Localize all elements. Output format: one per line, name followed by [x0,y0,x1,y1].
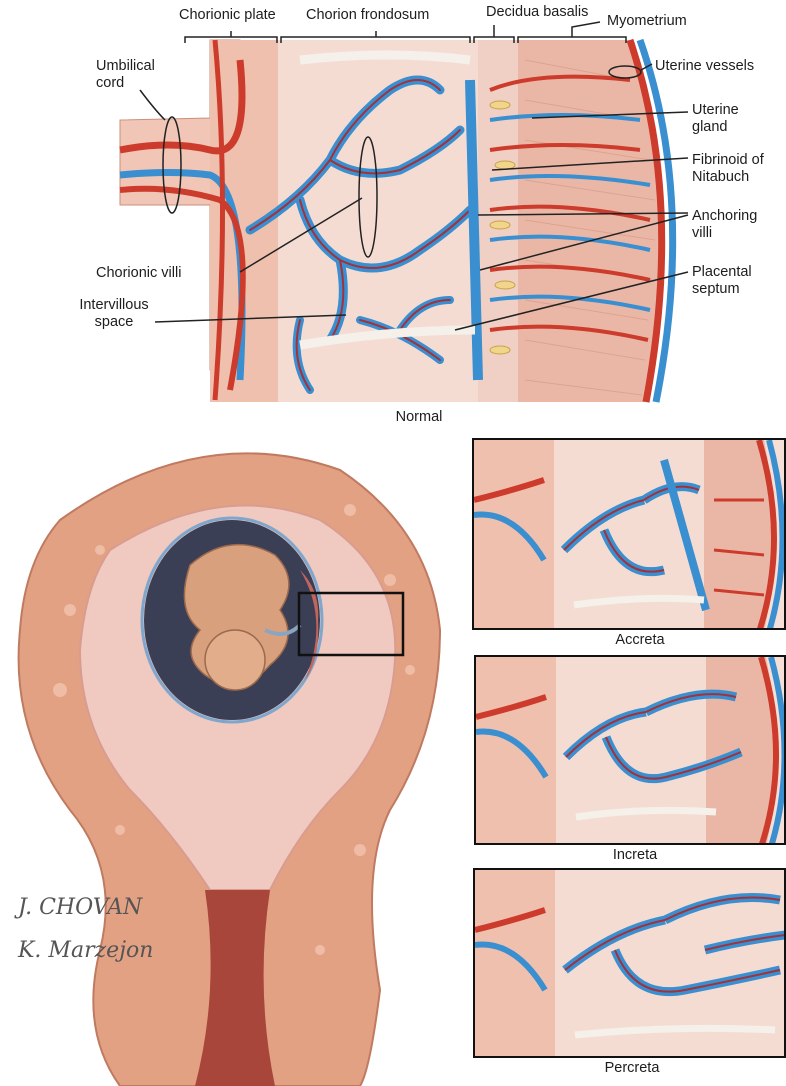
increta-art [476,657,786,845]
label-chorionic-villi: Chorionic villi [96,265,181,282]
pregnant-uterus-illustration: J. CHOVAN K. Marzejon [0,430,460,1086]
inset-increta [474,655,786,845]
label-myometrium: Myometrium [607,13,687,30]
label-placental-septum: Placental septum [692,264,752,298]
label-decidua-basalis: Decidua basalis [486,4,588,21]
percreta-art [475,870,786,1058]
artist-signature-1: J. CHOVAN [18,895,142,920]
uterus-section-art [0,430,460,1086]
inset-accreta [472,438,786,630]
label-chorion-frondosum: Chorion frondosum [306,7,429,24]
artist-signature-2: K. Marzejon [18,938,153,963]
caption-normal: Normal [339,409,499,425]
normal-placenta-illustration: Chorionic plate Chorion frondosum Decidu… [0,0,786,430]
caption-percreta: Percreta [552,1060,712,1076]
label-uterine-gland: Uterine gland [692,102,739,136]
inset-percreta [473,868,786,1058]
caption-increta: Increta [555,847,715,863]
label-chorionic-plate: Chorionic plate [179,7,276,24]
accreta-art [474,440,786,630]
label-intervillous-space: Intervillous space [74,297,154,331]
label-uterine-vessels: Uterine vessels [655,58,754,75]
label-umbilical-cord: Umbilical cord [96,58,176,92]
label-fibrinoid-of-nitabuch: Fibrinoid of Nitabuch [692,152,764,186]
caption-accreta: Accreta [560,632,720,648]
label-anchoring-villi: Anchoring villi [692,208,757,242]
